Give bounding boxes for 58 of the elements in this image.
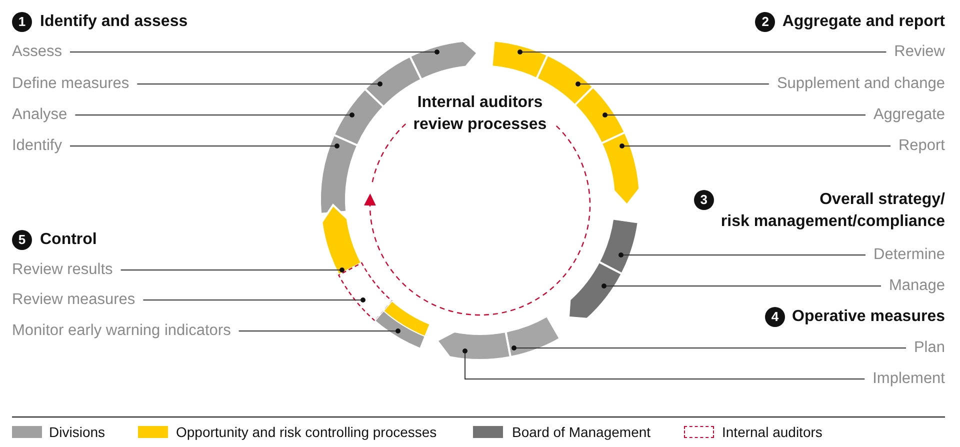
process-segment — [338, 262, 393, 322]
leader-line — [120, 268, 344, 272]
process-segment — [598, 218, 640, 275]
process-segment — [319, 134, 359, 215]
step-number-badge: 4 — [765, 307, 786, 327]
process-segment — [504, 315, 561, 358]
leader-line — [620, 144, 891, 148]
legend-label: Board of Management — [512, 424, 651, 440]
leader-line — [142, 298, 366, 302]
process-segment — [374, 300, 430, 349]
step-label: Plan — [914, 339, 945, 357]
leader-line — [462, 348, 866, 380]
process-segment — [574, 86, 626, 144]
step-label: Monitor early warning indicators — [12, 322, 231, 340]
step-number-badge: 1 — [12, 12, 32, 32]
step-label: Review measures — [12, 291, 136, 309]
leader-line — [238, 328, 400, 334]
step-label: Implement — [872, 370, 945, 388]
leader-line — [136, 82, 382, 86]
process-segment — [408, 40, 478, 81]
process-segment — [600, 131, 641, 206]
process-segment — [436, 330, 512, 362]
legend-label: Opportunity and risk controlling processes — [176, 424, 437, 440]
process-segment — [490, 40, 549, 80]
process-segment — [568, 260, 623, 320]
leader-line — [70, 144, 340, 148]
section-heading: Aggregate and report — [782, 12, 945, 32]
step-label: Aggregate — [873, 106, 945, 124]
process-segment — [320, 204, 363, 276]
leader-line — [602, 112, 866, 118]
section-heading: Identify and assess — [40, 12, 188, 32]
leader-line — [518, 50, 887, 54]
section-heading: Operative measures — [792, 307, 945, 327]
section-heading: Overall strategy/ risk management/compliance — [720, 190, 945, 232]
step-label: Assess — [12, 43, 62, 61]
legend-label: Divisions — [49, 424, 106, 440]
leader-line — [618, 252, 866, 258]
step-label: Determine — [874, 246, 945, 264]
process-segment — [332, 88, 385, 146]
step-label: Analyse — [12, 106, 68, 124]
leader-line — [70, 50, 440, 54]
legend-label: Internal auditors — [722, 424, 822, 440]
step-number-badge: 2 — [755, 12, 776, 32]
leader-line — [576, 82, 770, 86]
leader-line — [602, 284, 882, 288]
step-label: Define measures — [12, 75, 130, 93]
step-number-badge: 5 — [12, 230, 32, 250]
leader-line — [512, 346, 906, 350]
step-label: Report — [898, 137, 945, 155]
center-caption: Internal auditors review processes — [412, 93, 548, 135]
step-number-badge: 3 — [694, 190, 714, 210]
leader-line — [74, 112, 354, 118]
step-label: Review results — [12, 261, 113, 279]
step-label: Manage — [888, 277, 945, 295]
step-label: Review — [894, 43, 945, 61]
step-label: Supplement and change — [776, 75, 945, 93]
step-label: Identify — [12, 137, 62, 155]
section-heading: Control — [40, 230, 97, 250]
